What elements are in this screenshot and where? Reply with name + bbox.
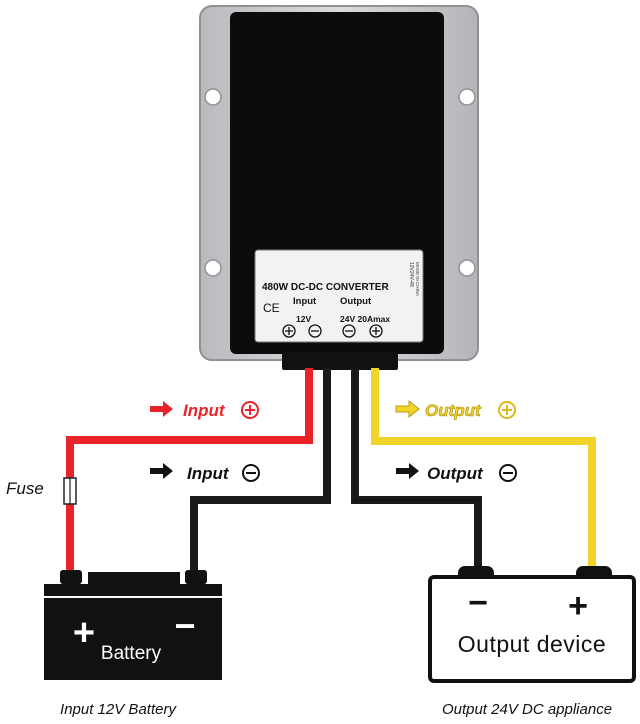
battery-minus: −	[174, 605, 195, 646]
converter-output-header: Output	[340, 296, 372, 307]
minus-circle-icon	[242, 464, 260, 482]
converter-ce-mark: CE	[263, 301, 280, 315]
converter-input-voltage: 12V	[296, 314, 311, 324]
arrow-right-icon	[395, 399, 420, 419]
battery: + − Battery	[44, 570, 222, 680]
input-positive-label: Input	[183, 401, 226, 420]
output-positive-label-group: Output	[395, 399, 516, 420]
converter-title: 480W DC-DC CONVERTER	[262, 282, 389, 293]
output-positive-wire	[371, 368, 596, 570]
cable-exit-block	[282, 352, 398, 370]
plus-circle-icon	[241, 401, 259, 419]
plus-circle-icon	[369, 324, 383, 338]
converter-label-plate	[254, 249, 424, 343]
battery-label: Battery	[101, 643, 162, 664]
input-negative-wire	[190, 368, 331, 576]
converter-input-header: Input	[293, 296, 317, 307]
converter-unit: 480W DC-DC CONVERTER Input Output CE 12V…	[199, 5, 479, 370]
output-device-body	[428, 575, 636, 683]
arrow-right-icon	[150, 463, 173, 479]
mounting-hole-icon	[458, 259, 476, 277]
output-device: − + Output device	[428, 566, 636, 683]
converter-side-country: MADE IN CHINA	[415, 262, 420, 296]
input-positive-label-group: Input	[150, 401, 259, 420]
battery-caption: Input 12V Battery	[60, 701, 177, 718]
battery-left-terminal	[60, 570, 82, 584]
mounting-hole-icon	[458, 88, 476, 106]
battery-plus: +	[73, 612, 95, 654]
minus-circle-icon	[342, 324, 356, 338]
appliance-caption: Output 24V DC appliance	[442, 701, 612, 718]
plus-circle-icon	[282, 324, 296, 338]
output-negative-label-group: Output	[396, 463, 517, 483]
battery-top	[88, 572, 180, 586]
output-device-minus: −	[468, 584, 488, 622]
converter-output-rating: 24V 20Amax	[340, 314, 390, 324]
converter-side-code: 12V24V-48	[408, 262, 414, 287]
mounting-hole-icon	[204, 88, 222, 106]
output-negative-label: Output	[427, 464, 484, 483]
arrow-right-icon	[396, 463, 419, 479]
input-negative-label-group: Input	[150, 463, 260, 483]
output-device-label: Output device	[458, 631, 606, 657]
output-negative-wire	[351, 368, 482, 570]
fuse-label: Fuse	[6, 479, 44, 498]
minus-circle-icon	[499, 464, 517, 482]
arrow-right-icon	[150, 401, 173, 417]
input-positive-wire	[66, 368, 313, 480]
fuse-icon	[63, 477, 77, 505]
minus-circle-icon	[308, 324, 322, 338]
output-positive-label: Output	[425, 401, 482, 420]
output-device-plus: +	[568, 587, 588, 625]
mounting-hole-icon	[204, 259, 222, 277]
battery-right-terminal	[185, 570, 207, 584]
plus-circle-icon	[498, 401, 516, 419]
input-negative-label: Input	[187, 464, 230, 483]
battery-cap	[44, 584, 222, 596]
battery-body	[44, 598, 222, 680]
